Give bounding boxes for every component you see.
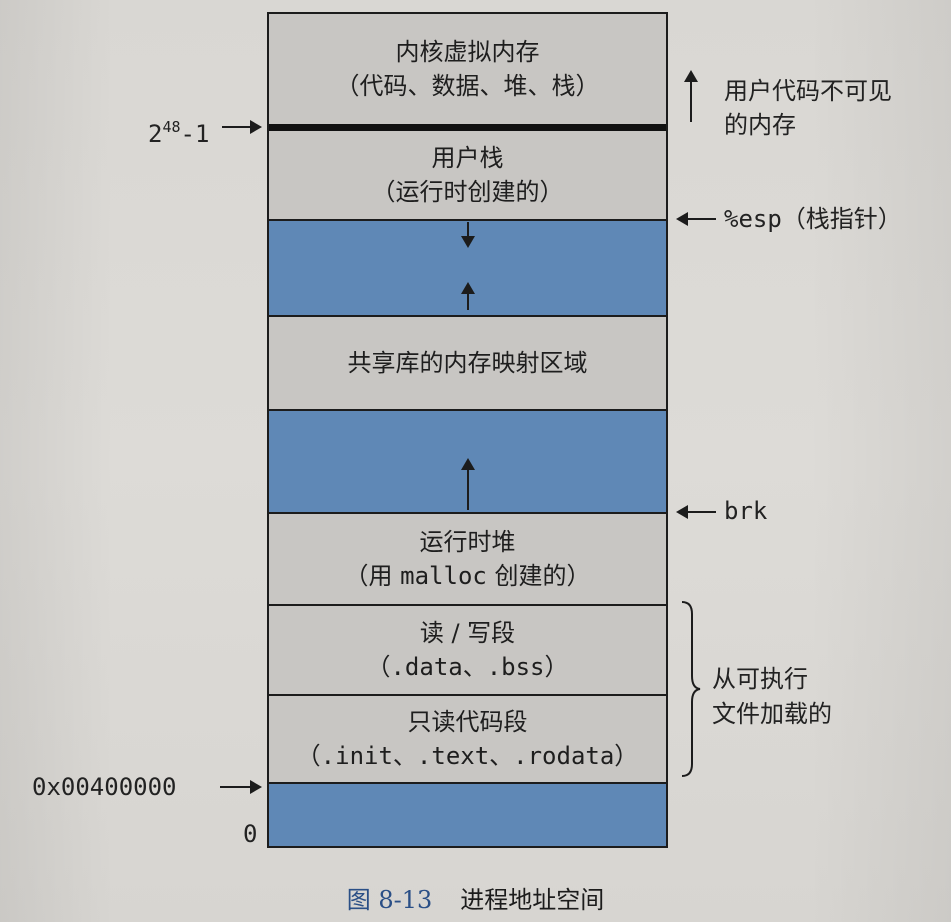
figure-title: 进程地址空间 xyxy=(460,886,605,914)
address-space-diagram: 内核虚拟内存 （代码、数据、堆、栈） 用户栈 （运行时创建的） 共享库的内存映射… xyxy=(267,12,668,848)
top-user-address-label: 248-1 xyxy=(148,118,210,148)
invisible-memory-up-arrow xyxy=(684,70,698,122)
esp-arrow xyxy=(676,212,716,226)
shared-library-title: 共享库的内存映射区域 xyxy=(347,349,588,377)
figure-number: 图 8-13 xyxy=(346,886,433,914)
user-stack-region: 用户栈 （运行时创建的） xyxy=(269,124,666,219)
rw-subtitle: （.data、.bss） xyxy=(366,653,569,681)
start-address-arrow xyxy=(220,780,262,794)
start-address-label: 0x00400000 xyxy=(32,773,177,801)
figure-caption: 图 8-13 进程地址空间 xyxy=(0,880,951,915)
stack-grow-up-arrow xyxy=(461,282,475,310)
read-only-code-segment: 只读代码段 （.init、.text、.rodata） xyxy=(269,694,666,782)
heap-grow-up-arrow xyxy=(461,458,475,510)
runtime-heap-region: 运行时堆 （用 malloc 创建的） xyxy=(269,512,666,604)
shared-library-region: 共享库的内存映射区域 xyxy=(269,315,666,409)
kernel-virtual-memory-region: 内核虚拟内存 （代码、数据、堆、栈） xyxy=(269,14,666,124)
user-stack-subtitle: （运行时创建的） xyxy=(371,178,564,206)
ro-title: 只读代码段 xyxy=(407,708,528,736)
loaded-from-file-line1: 从可执行 xyxy=(712,665,808,693)
loaded-from-file-brace xyxy=(681,601,701,777)
invisible-memory-line2: 的内存 xyxy=(724,111,796,139)
rw-title: 读 / 写段 xyxy=(419,619,516,647)
heap-subtitle: （用 malloc 创建的） xyxy=(344,562,591,590)
zero-address-label: 0 xyxy=(243,820,258,848)
ro-subtitle: （.init、.text、.rodata） xyxy=(296,742,639,770)
brk-label: brk xyxy=(724,497,768,525)
heap-title: 运行时堆 xyxy=(419,528,516,556)
esp-label: %esp（栈指针） xyxy=(724,205,902,233)
brk-arrow xyxy=(676,505,716,519)
kernel-title: 内核虚拟内存 xyxy=(395,38,540,66)
stack-grow-down-arrow xyxy=(461,222,475,248)
top-address-arrow xyxy=(222,120,262,134)
kernel-subtitle: （代码、数据、堆、栈） xyxy=(335,72,600,100)
invisible-memory-line1: 用户代码不可见 xyxy=(724,77,892,105)
user-stack-title: 用户栈 xyxy=(431,144,504,172)
unused-low-region xyxy=(269,782,666,846)
read-write-segment: 读 / 写段 （.data、.bss） xyxy=(269,604,666,694)
loaded-from-file-line2: 文件加载的 xyxy=(712,700,832,728)
